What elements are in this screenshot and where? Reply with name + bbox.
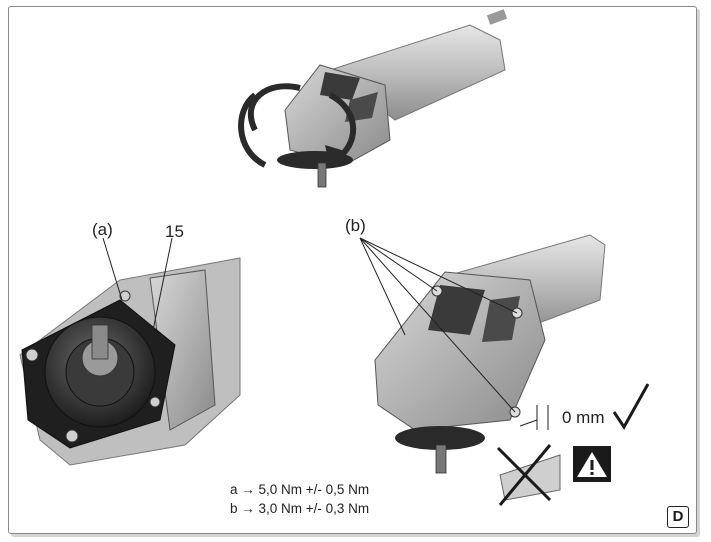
label-b: (b) [345, 216, 366, 235]
gap-label: 0 mm [562, 408, 605, 427]
top-grinder-image [238, 9, 508, 188]
torque-specs: a → 5,0 Nm +/- 0,5 Nm b → 3,0 Nm +/- 0,3… [230, 480, 369, 518]
right-grinder-image [359, 234, 606, 474]
check-mark-icon [612, 383, 650, 430]
torque-line-b: b → 3,0 Nm +/- 0,3 Nm [230, 501, 370, 516]
label-a: (a) [92, 220, 113, 239]
crossed-out-icon [496, 444, 561, 506]
panel-label: D [667, 506, 689, 528]
warning-triangle-icon [573, 446, 611, 482]
torque-line-a: a → 5,0 Nm +/- 0,5 Nm [230, 482, 370, 497]
label-15: 15 [165, 222, 184, 241]
left-closeup-image [19, 237, 241, 466]
